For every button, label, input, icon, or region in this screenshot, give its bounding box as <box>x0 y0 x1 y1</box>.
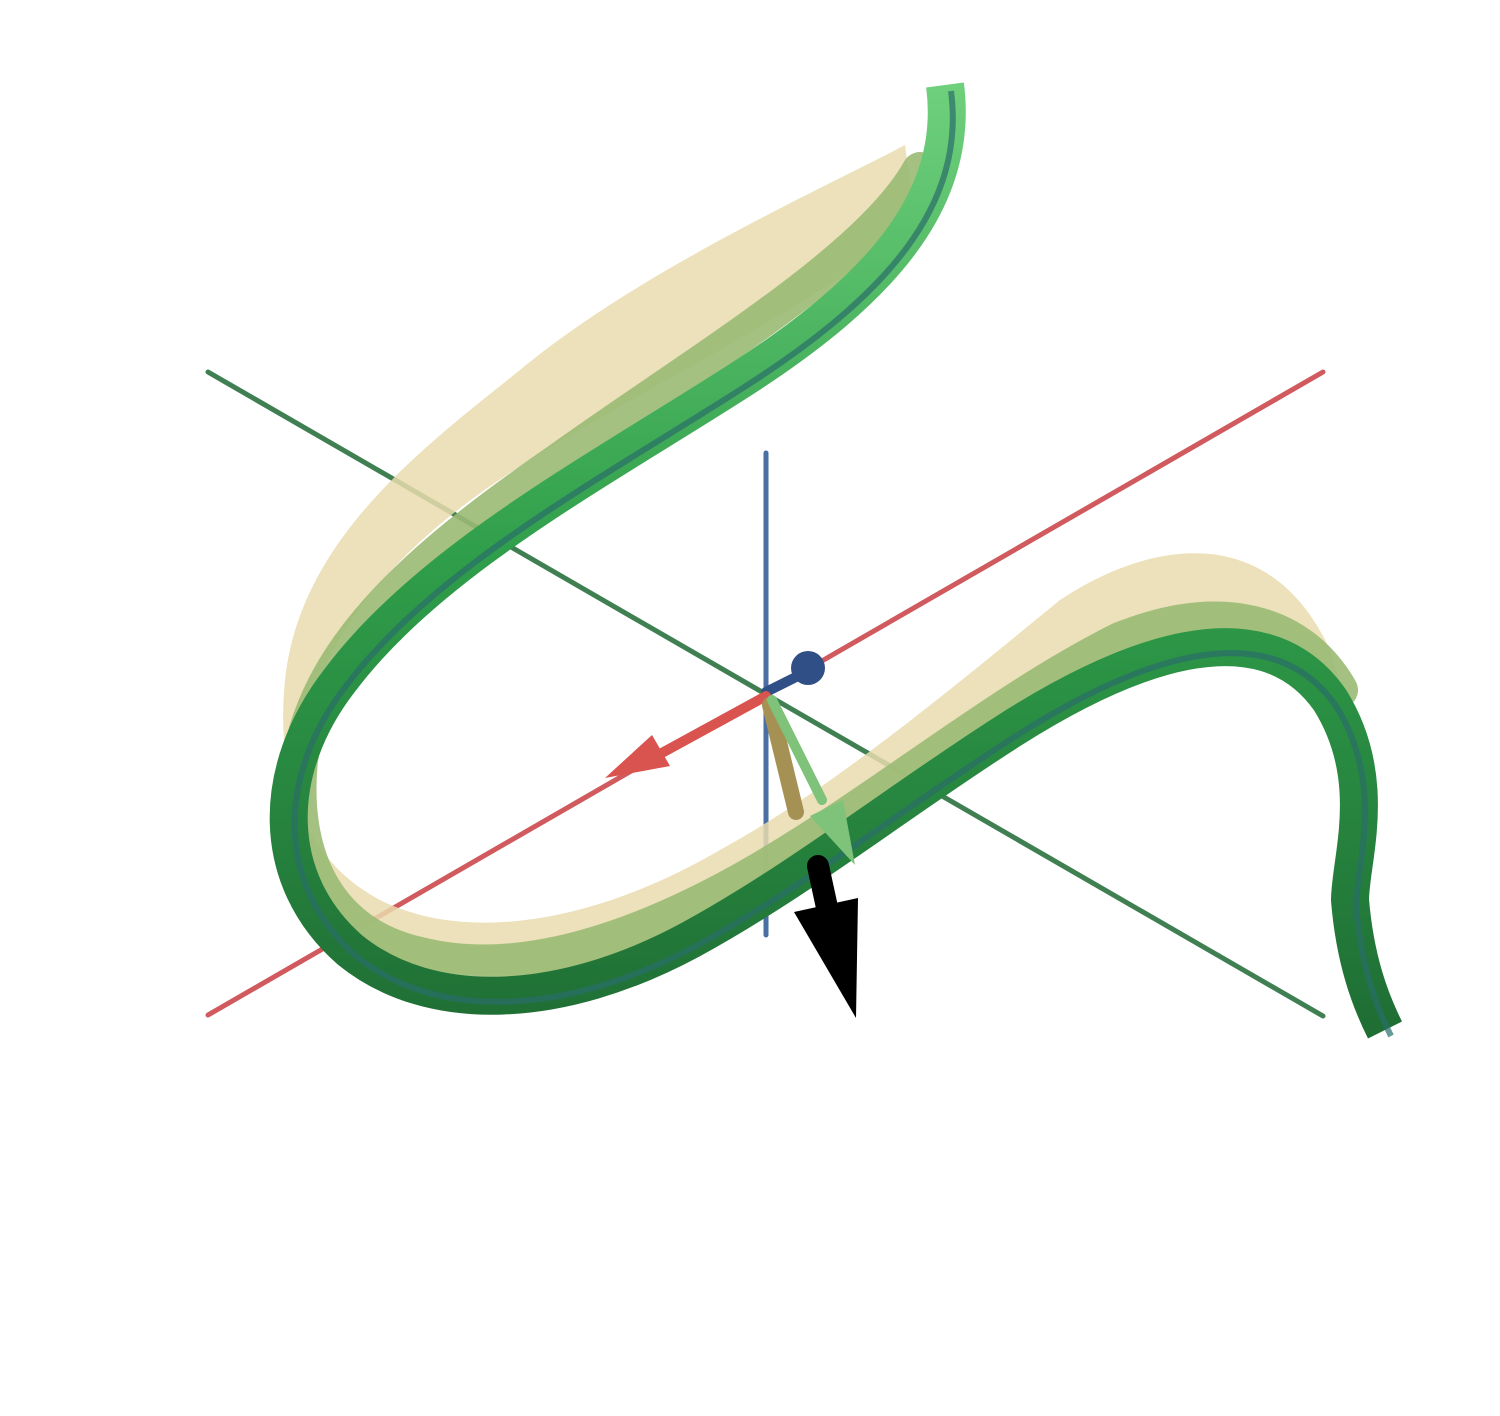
normal-arrow-head <box>810 800 855 865</box>
tangent-arrow-head <box>605 735 670 778</box>
origin-connector <box>761 667 811 697</box>
tangent-arrow-shaft <box>655 691 771 759</box>
ribbon-overlap-band <box>280 152 1358 981</box>
binormal-rod <box>762 697 804 820</box>
force-arrow-head <box>794 898 858 1018</box>
normal-arrow-shaft <box>767 695 827 805</box>
ribbon-surface <box>283 145 1345 976</box>
space-curve-tube-shade <box>291 90 1394 1038</box>
force-arrow-shaft <box>807 855 839 923</box>
space-curve-tube <box>269 82 1403 1039</box>
